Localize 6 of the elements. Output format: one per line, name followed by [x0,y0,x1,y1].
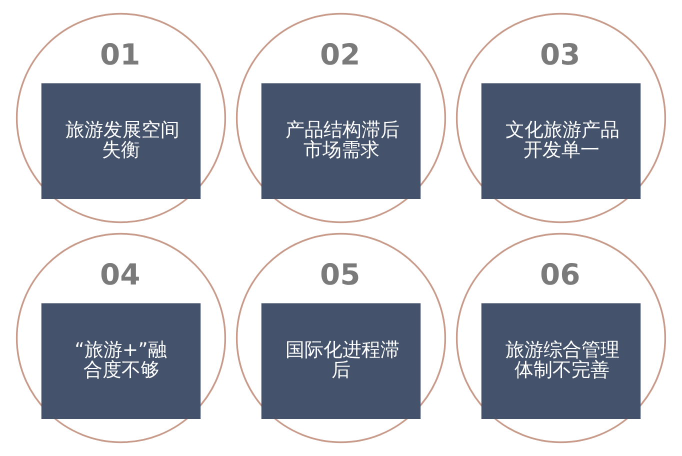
node-circle: 04 “旅游+”融合度不够 [16,232,226,444]
node-circle: 01 旅游发展空间失衡 [16,12,226,224]
node-circle: 05 国际化进程滞后 [236,232,446,444]
node-circle: 06 旅游综合管理体制不完善 [456,232,666,444]
node-circle: 03 文化旅游产品开发单一 [456,12,666,224]
node-circle: 02 产品结构滞后市场需求 [236,12,446,224]
